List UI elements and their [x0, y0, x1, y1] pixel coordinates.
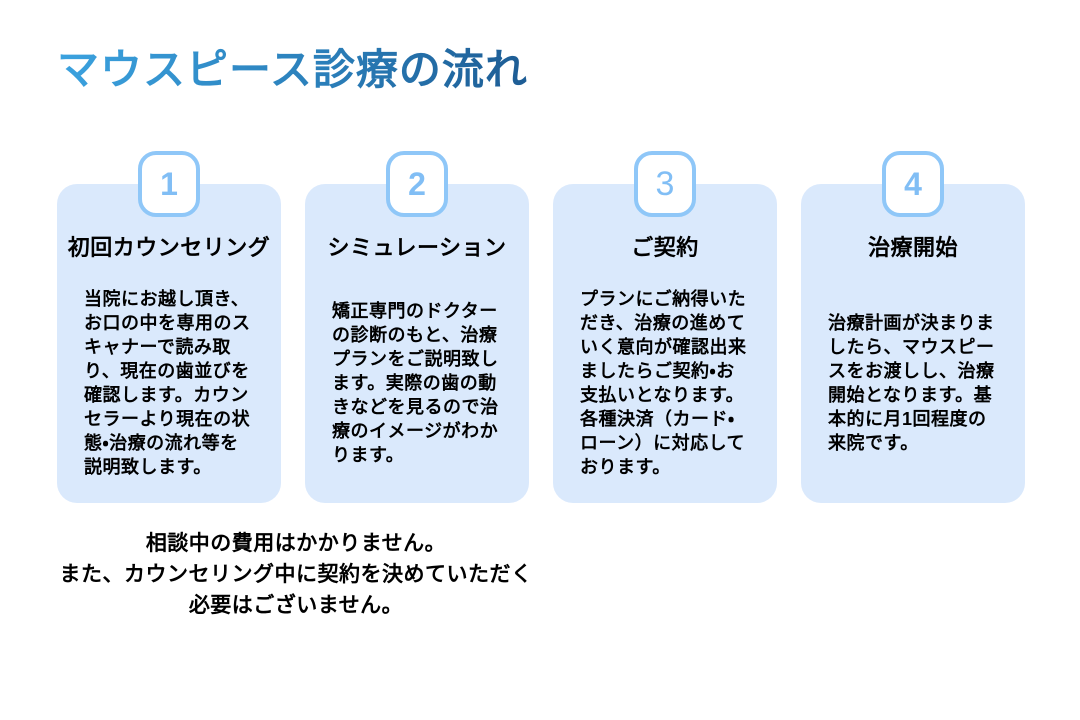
step-1-number-badge: 1 — [138, 151, 200, 217]
step-column-4: 4 治療開始 治療計画が決まりましたら、マウスピースをお渡しし、治療開始となりま… — [801, 151, 1025, 503]
free-consultation-note: 相談中の費用はかかりません。 また、カウンセリング中に契約を決めていただく 必要… — [55, 528, 537, 621]
step-3-number-badge: 3 — [634, 151, 696, 217]
step-3-body-wrap: プランにご納得いただき、治療の進めていく意向が確認出来ましたらご契約・お支払いと… — [553, 262, 777, 503]
step-3-description: プランにご納得いただき、治療の進めていく意向が確認出来ましたらご契約・お支払いと… — [580, 288, 747, 477]
step-4-card: 治療開始 治療計画が決まりましたら、マウスピースをお渡しし、治療開始となります。… — [801, 184, 1025, 503]
step-4-number: 4 — [904, 166, 922, 202]
step-2-number: 2 — [408, 166, 426, 202]
step-3-number: 3 — [655, 165, 675, 203]
page-title: マウスピース診療の流れ — [57, 46, 528, 93]
step-column-1: 1 初回カウンセリング 当院にお越し頂き、お口の中を専用のスキャナーで読み取り、… — [57, 151, 281, 503]
note-line-2: また、カウンセリング中に契約を決めていただく — [59, 563, 533, 586]
step-2-body-wrap: 矯正専門のドクターの診断のもと、治療プランをご説明致します。実際の歯の動きなどを… — [305, 262, 529, 503]
step-2-description: 矯正専門のドクターの診断のもと、治療プランをご説明致します。実際の歯の動きなどを… — [332, 300, 499, 465]
steps-container: 1 初回カウンセリング 当院にお越し頂き、お口の中を専用のスキャナーで読み取り、… — [57, 151, 1025, 503]
step-column-2: 2 シミュレーション 矯正専門のドクターの診断のもと、治療プランをご説明致します… — [305, 151, 529, 503]
step-4-number-badge: 4 — [882, 151, 944, 217]
step-column-3: 3 ご契約 プランにご納得いただき、治療の進めていく意向が確認出来ましたらご契約… — [553, 151, 777, 503]
step-1-title: 初回カウンセリング — [67, 235, 271, 260]
step-1-card: 初回カウンセリング 当院にお越し頂き、お口の中を専用のスキャナーで読み取り、現在… — [57, 184, 281, 503]
step-4-description: 治療計画が決まりましたら、マウスピースをお渡しし、治療開始となります。基本的に月… — [828, 312, 995, 453]
step-2-card: シミュレーション 矯正専門のドクターの診断のもと、治療プランをご説明致します。実… — [305, 184, 529, 503]
step-3-title: ご契約 — [631, 235, 699, 260]
note-line-1: 相談中の費用はかかりません。 — [145, 532, 447, 555]
note-line-3: 必要はございません。 — [188, 594, 404, 617]
step-4-title: 治療開始 — [867, 235, 958, 260]
step-2-number-badge: 2 — [386, 151, 448, 217]
step-1-description: 当院にお越し頂き、お口の中を専用のスキャナーで読み取り、現在の歯並びを確認します… — [84, 288, 251, 477]
step-3-card: ご契約 プランにご納得いただき、治療の進めていく意向が確認出来ましたらご契約・お… — [553, 184, 777, 503]
step-4-body-wrap: 治療計画が決まりましたら、マウスピースをお渡しし、治療開始となります。基本的に月… — [801, 262, 1025, 503]
step-2-title: シミュレーション — [327, 235, 507, 260]
step-1-body-wrap: 当院にお越し頂き、お口の中を専用のスキャナーで読み取り、現在の歯並びを確認します… — [57, 262, 281, 503]
step-1-number: 1 — [160, 166, 178, 202]
